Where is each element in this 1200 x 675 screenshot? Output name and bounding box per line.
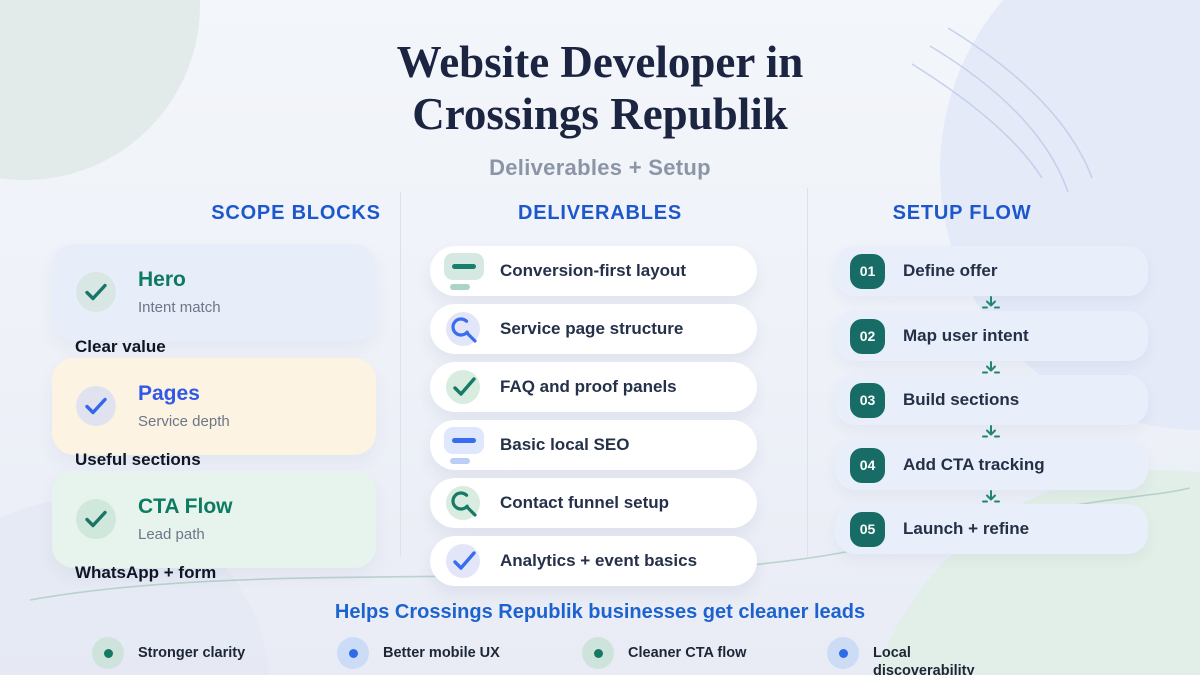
deliverable-label: Conversion-first layout — [500, 261, 687, 280]
benefit-label: Better mobile UX — [383, 645, 500, 661]
scope-column-heading: SCOPE BLOCKS — [211, 202, 381, 224]
benefit-item: Local discoverability — [827, 637, 1005, 675]
scope-card-note: WhatsApp + form — [75, 563, 217, 582]
setup-step-4: 04 Add CTA tracking — [835, 440, 1148, 490]
scope-card-title: Hero — [138, 268, 186, 291]
benefit-label: Local discoverability — [873, 645, 975, 675]
layout-blue-icon — [444, 425, 486, 465]
scope-card-subtitle: Intent match — [138, 299, 221, 316]
page-title-line1: Website Developer in — [396, 37, 804, 87]
setup-step-label: Map user intent — [903, 326, 1029, 345]
page-title: Website Developer in Crossings Republik — [0, 36, 1200, 140]
check-icon — [76, 386, 116, 426]
footer-heading: Helps Crossings Republik businesses get … — [334, 601, 866, 623]
deliverable-label: Basic local SEO — [500, 435, 630, 454]
deliverable-label: Service page structure — [500, 319, 684, 338]
deliverable-label: FAQ and proof panels — [500, 377, 677, 396]
page-subtitle: Deliverables + Setup — [489, 155, 711, 180]
deliverable-label: Contact funnel setup — [500, 493, 670, 512]
setup-step-1: 01 Define offer — [835, 246, 1148, 296]
step-number-badge: 02 — [850, 318, 885, 354]
check-icon — [76, 272, 116, 312]
check-teal-icon — [444, 367, 486, 407]
setup-step-label: Define offer — [903, 261, 998, 280]
scope-card-subtitle: Service depth — [138, 413, 230, 430]
setup-step-2: 02 Map user intent — [835, 311, 1148, 361]
scope-card-note: Clear value — [75, 337, 166, 356]
scope-card-note: Useful sections — [75, 450, 201, 469]
deliverable-row: Contact funnel setup — [430, 478, 757, 528]
dot-icon — [337, 637, 369, 669]
scope-card-title: Pages — [138, 382, 200, 405]
scope-card-hero: Hero Intent match — [52, 244, 376, 341]
step-number-badge: 04 — [850, 447, 885, 483]
layout-teal-icon — [444, 251, 486, 291]
setup-step-5: 05 Launch + refine — [835, 504, 1148, 554]
deliverable-row: Conversion-first layout — [430, 246, 757, 296]
setup-step-label: Build sections — [903, 390, 1020, 409]
setup-step-label: Add CTA tracking — [903, 455, 1045, 474]
setup-column-heading: SETUP FLOW — [892, 202, 1032, 224]
deliverable-row: Basic local SEO — [430, 420, 757, 470]
benefit-item: Stronger clarity — [92, 637, 245, 669]
deliverables-column-heading: DELIVERABLES — [517, 202, 683, 224]
step-number-badge: 03 — [850, 382, 885, 418]
search-teal-icon — [444, 483, 486, 523]
scope-card-pages: Pages Service depth — [52, 358, 376, 455]
scope-card-cta-flow: CTA Flow Lead path — [52, 471, 376, 568]
down-arrow-icon — [982, 361, 1000, 374]
deliverable-row: FAQ and proof panels — [430, 362, 757, 412]
benefit-item: Better mobile UX — [337, 637, 500, 669]
benefit-label: Stronger clarity — [138, 645, 246, 661]
dot-icon — [92, 637, 124, 669]
setup-step-3: 03 Build sections — [835, 375, 1148, 425]
setup-step-label: Launch + refine — [903, 519, 1030, 538]
page-title-line2: Crossings Republik — [412, 89, 788, 139]
step-number-badge: 01 — [850, 253, 885, 289]
deliverable-row: Analytics + event basics — [430, 536, 757, 586]
benefit-label: Cleaner CTA flow — [628, 645, 747, 661]
search-blue-icon — [444, 309, 486, 349]
check-icon — [76, 499, 116, 539]
down-arrow-icon — [982, 296, 1000, 309]
scope-card-subtitle: Lead path — [138, 526, 205, 543]
deliverable-row: Service page structure — [430, 304, 757, 354]
check-blue-icon — [444, 541, 486, 581]
down-arrow-icon — [982, 425, 1000, 438]
down-arrow-icon — [982, 490, 1000, 503]
scope-card-title: CTA Flow — [138, 495, 233, 518]
column-divider-left — [400, 192, 401, 556]
step-number-badge: 05 — [850, 511, 885, 547]
column-divider-right — [807, 188, 808, 558]
dot-icon — [827, 637, 859, 669]
benefit-item: Cleaner CTA flow — [582, 637, 746, 669]
deliverable-label: Analytics + event basics — [500, 551, 698, 570]
dot-icon — [582, 637, 614, 669]
